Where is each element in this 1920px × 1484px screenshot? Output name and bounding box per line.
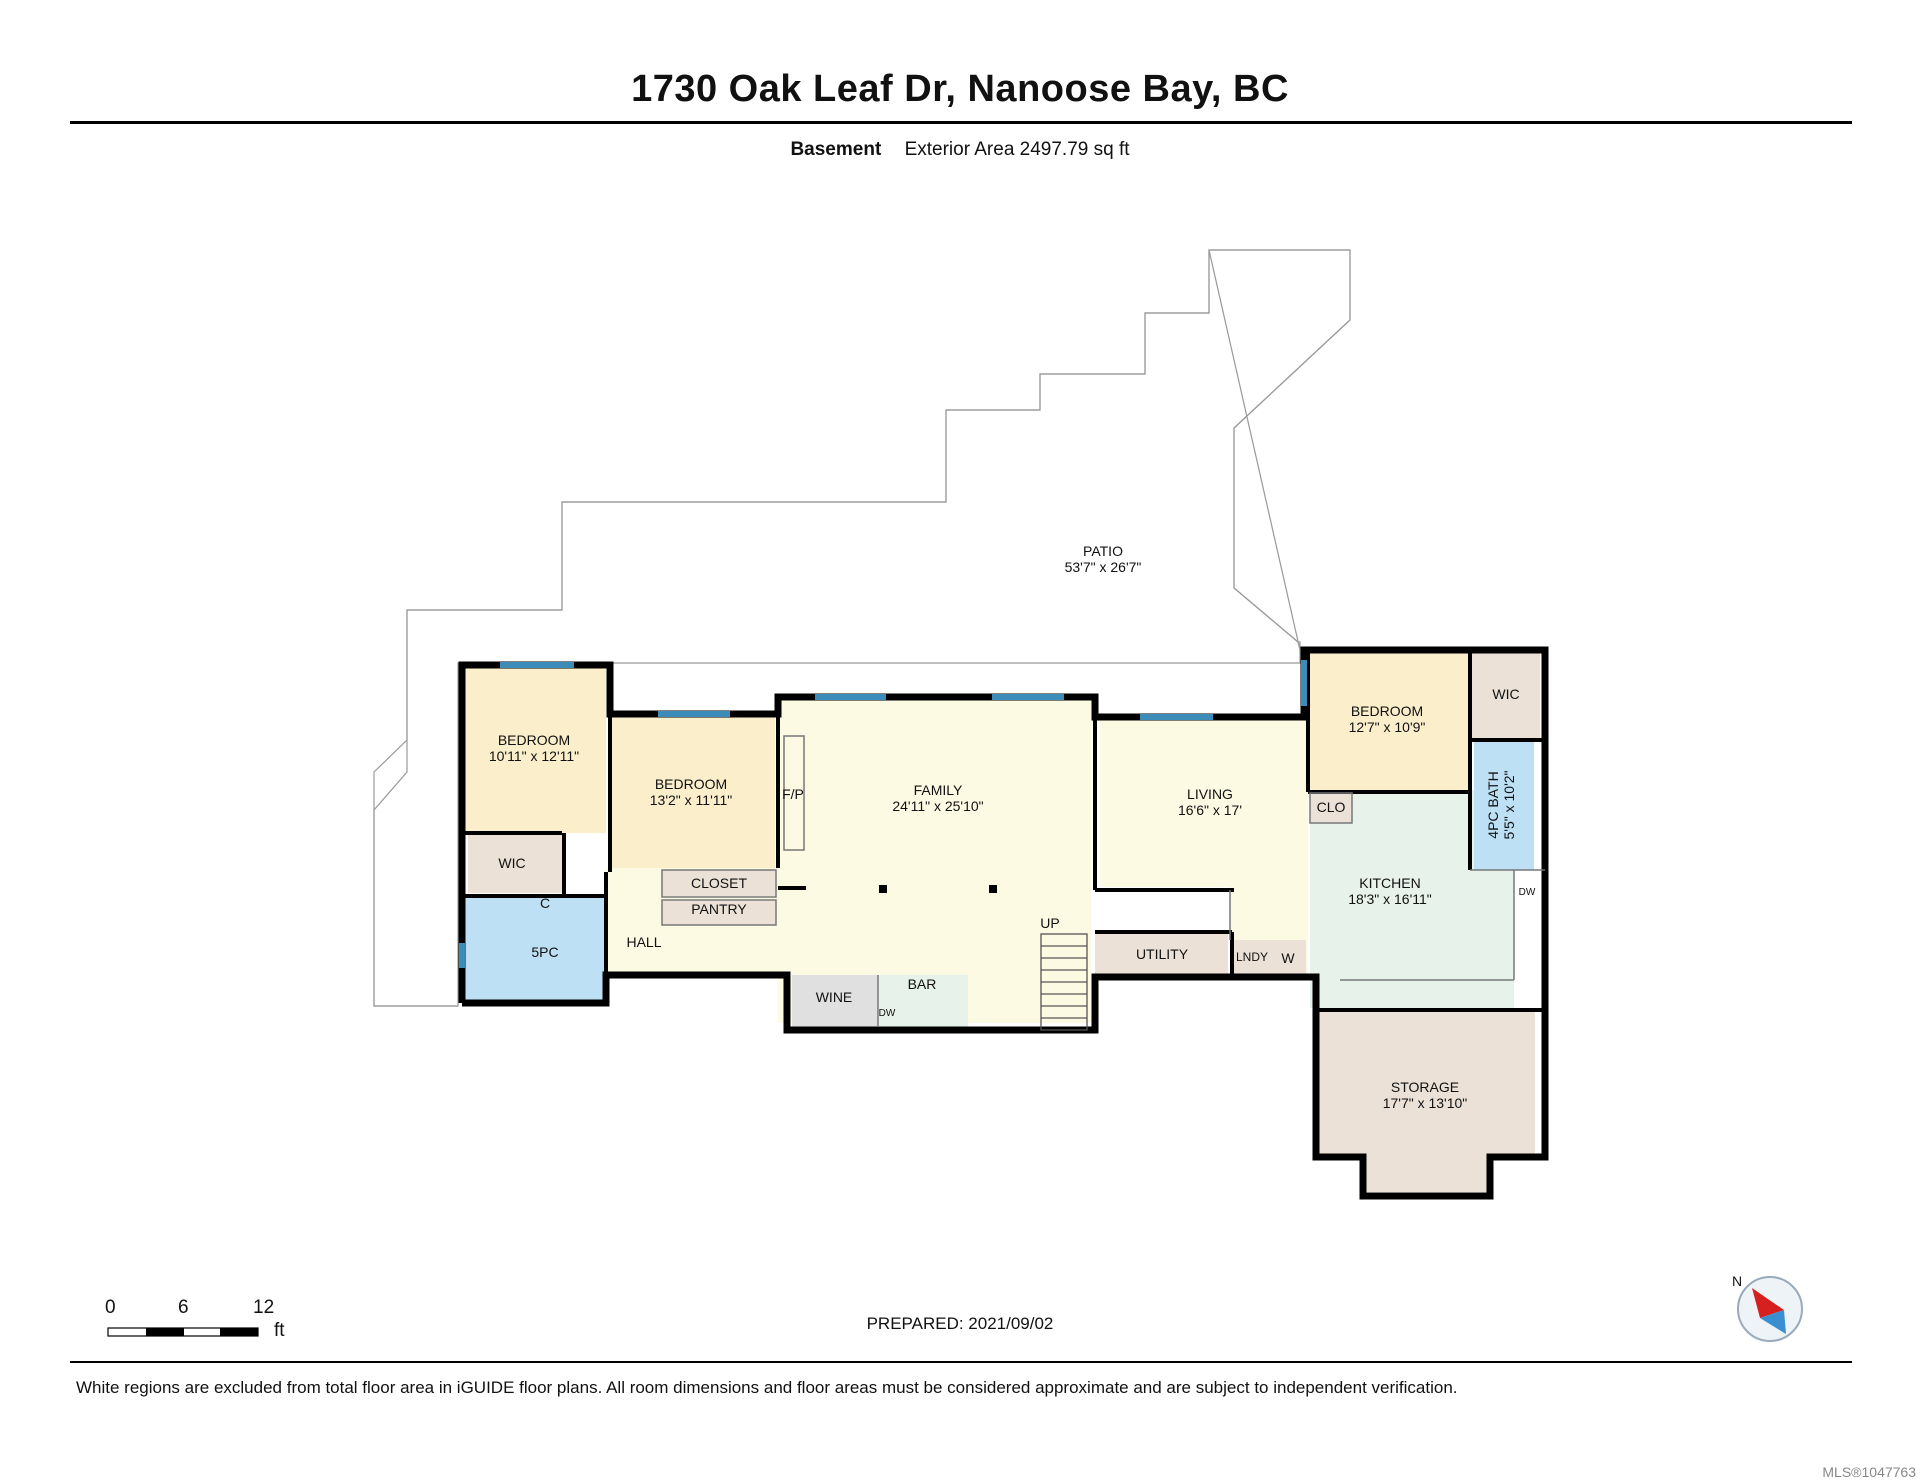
windows bbox=[459, 660, 1307, 968]
kitchen-name: KITCHEN bbox=[1359, 875, 1420, 891]
bath4-name: 4PC BATH bbox=[1485, 771, 1501, 838]
floor-label: Basement bbox=[790, 139, 882, 160]
scale-unit: ft bbox=[274, 1320, 285, 1341]
wic1-label: WIC bbox=[498, 855, 525, 871]
compass-icon bbox=[1737, 1276, 1803, 1342]
utility-label: UTILITY bbox=[1136, 946, 1189, 962]
mls-watermark: MLS®1047763 bbox=[1822, 1464, 1916, 1480]
pantry-label: PANTRY bbox=[691, 901, 747, 917]
bath4-fill bbox=[1474, 742, 1534, 870]
wic2-label: WIC bbox=[1492, 686, 1519, 702]
dw-label: DW bbox=[1519, 887, 1536, 898]
scale-tick-6: 6 bbox=[178, 1297, 189, 1318]
patio-boundary bbox=[373, 249, 1351, 1007]
column bbox=[989, 885, 997, 893]
clo-label: CLO bbox=[1317, 799, 1346, 815]
closet-label: CLOSET bbox=[691, 875, 747, 891]
scale-bar bbox=[107, 1327, 259, 1337]
wine-label: WINE bbox=[816, 989, 853, 1005]
storage-name: STORAGE bbox=[1391, 1079, 1459, 1095]
family-dims: 24'11" x 25'10" bbox=[892, 798, 983, 814]
bath4-dims: 5'5" x 10'2" bbox=[1501, 770, 1517, 839]
family-name: FAMILY bbox=[914, 782, 963, 798]
bar-label: BAR bbox=[908, 976, 937, 992]
living-dims: 16'6" x 17' bbox=[1178, 802, 1242, 818]
fp-label: F/P bbox=[782, 786, 804, 802]
bath5-fill bbox=[464, 896, 604, 1000]
scale-tick-12: 12 bbox=[253, 1297, 275, 1318]
wine-fill bbox=[792, 975, 878, 1027]
storage-bottom-fill bbox=[1363, 1150, 1490, 1192]
column bbox=[879, 885, 887, 893]
bath5-label: 5PC bbox=[531, 944, 558, 960]
exterior-walls bbox=[458, 646, 1549, 1200]
bedroom1-dims: 10'11" x 12'11" bbox=[489, 748, 579, 764]
storage-dims: 17'7" x 13'10" bbox=[1383, 1095, 1468, 1111]
bedroom3-name: BEDROOM bbox=[1351, 703, 1423, 719]
bedroom3-fill bbox=[1308, 653, 1468, 790]
page-title: 1730 Oak Leaf Dr, Nanoose Bay, BC bbox=[631, 68, 1289, 110]
dw-label: DW bbox=[879, 1008, 896, 1019]
lndy-fill bbox=[1232, 940, 1306, 975]
pantry-fill bbox=[662, 901, 776, 925]
wic2-fill bbox=[1472, 653, 1540, 739]
bedroom1-fill bbox=[462, 665, 606, 833]
living-name: LIVING bbox=[1187, 786, 1233, 802]
area-label: Exterior Area 2497.79 sq ft bbox=[904, 139, 1130, 160]
disclaimer-note: White regions are excluded from total fl… bbox=[76, 1378, 1458, 1397]
storage-fill bbox=[1318, 1010, 1535, 1155]
up-label: UP bbox=[1040, 915, 1059, 931]
bedroom2-fill bbox=[612, 717, 775, 869]
header-divider bbox=[70, 121, 1852, 124]
lndy-label: LNDY bbox=[1236, 950, 1268, 964]
bedroom1-name: BEDROOM bbox=[498, 732, 570, 748]
stairs bbox=[1040, 933, 1088, 1031]
prepared-date: PREPARED: 2021/09/02 bbox=[866, 1314, 1054, 1333]
hall-label: HALL bbox=[626, 934, 661, 950]
patio-dims: 53'7" x 26'7" bbox=[1065, 559, 1142, 575]
bar-fill bbox=[878, 975, 968, 1027]
patio-name: PATIO bbox=[1083, 543, 1123, 559]
floor-subtitle: Basement Exterior Area 2497.79 sq ft bbox=[0, 139, 1920, 161]
footer-divider bbox=[70, 1361, 1852, 1363]
bedroom3-dims: 12'7" x 10'9" bbox=[1349, 719, 1426, 735]
bedroom2-name: BEDROOM bbox=[655, 776, 727, 792]
kitchen-dims: 18'3" x 16'11" bbox=[1348, 891, 1432, 907]
clo-fill bbox=[1310, 793, 1352, 823]
c-label: C bbox=[540, 895, 550, 911]
utility-fill bbox=[1095, 932, 1228, 974]
w-label: W bbox=[1281, 950, 1295, 966]
interior-walls bbox=[462, 650, 1545, 1030]
scale-tick-0: 0 bbox=[105, 1297, 116, 1318]
living-fill bbox=[1100, 717, 1308, 887]
closet-fill bbox=[662, 870, 776, 896]
thin-partitions bbox=[661, 735, 1545, 1027]
bedroom2-dims: 13'2" x 11'11" bbox=[650, 792, 733, 808]
wic1-fill bbox=[468, 835, 562, 893]
family-fill bbox=[778, 698, 1091, 1023]
compass-north-label: N bbox=[1732, 1273, 1743, 1289]
